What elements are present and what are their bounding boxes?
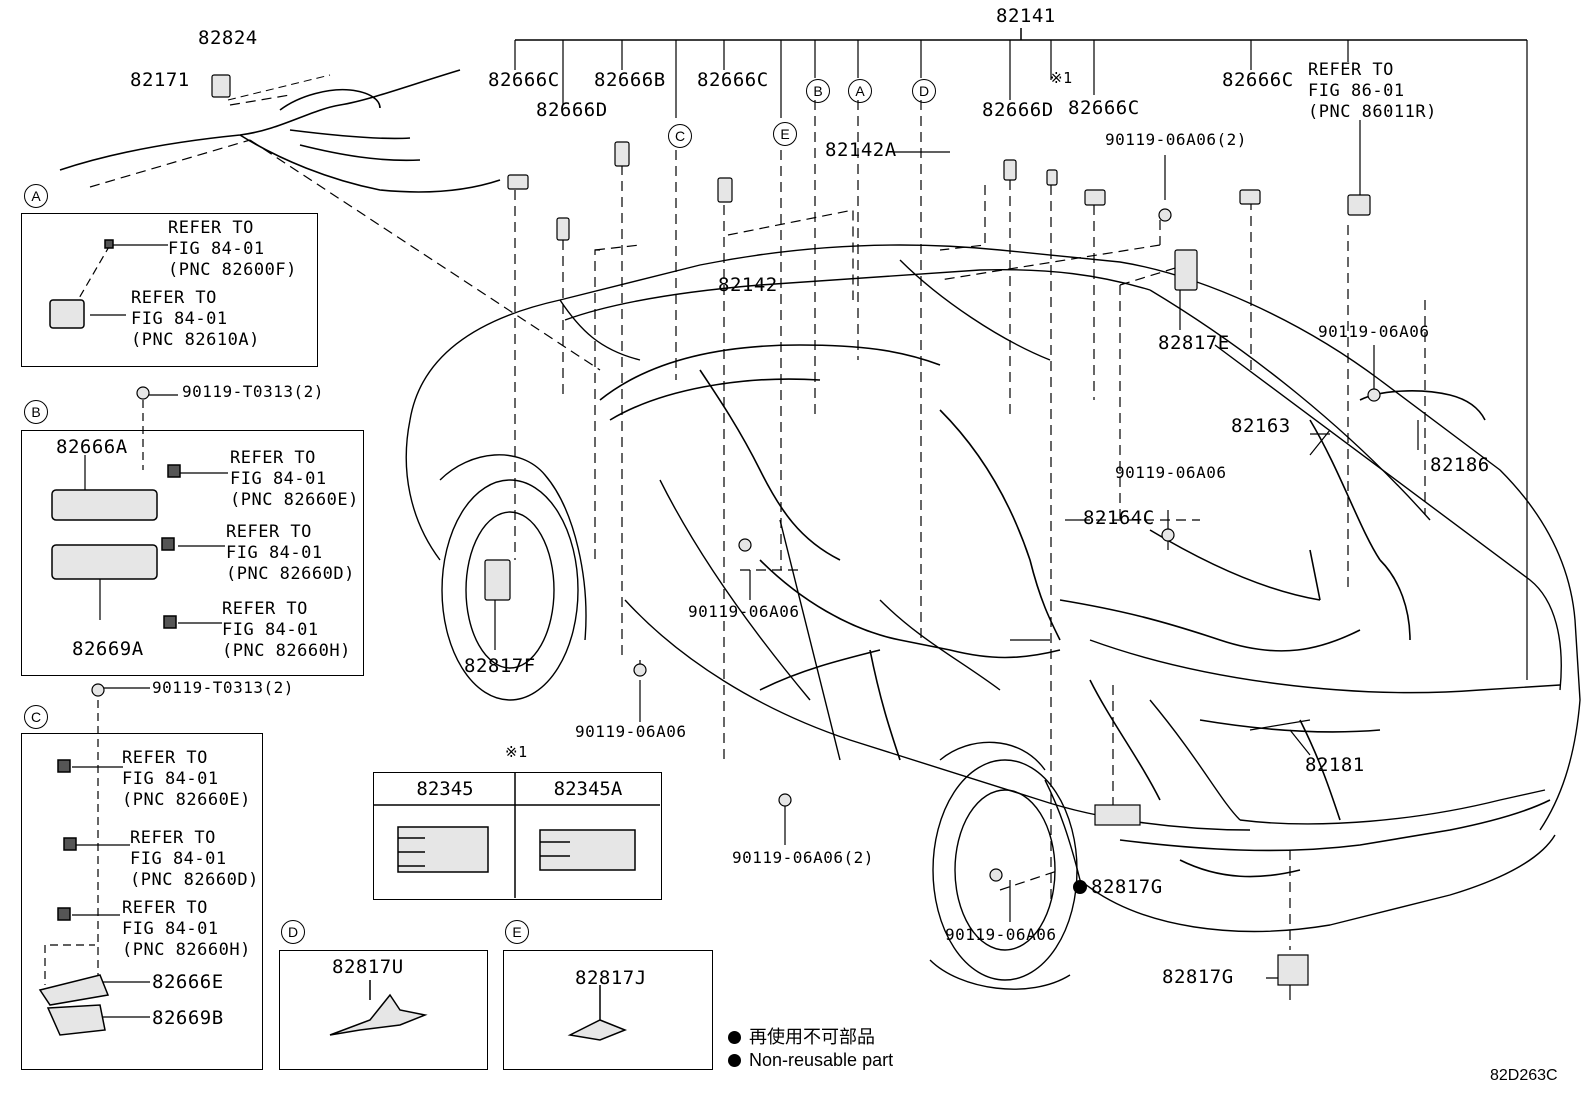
box-c-bolt-90119-T0313: 90119-T0313(2) <box>152 678 294 697</box>
box-b-refer-82660E: REFER TO FIG 84-01 (PNC 82660E) <box>230 448 359 510</box>
box-d-part-82817U: 82817U <box>332 956 404 978</box>
part-label-82186: 82186 <box>1430 454 1490 476</box>
part-label-82817F: 82817F <box>464 655 536 677</box>
part-label-82666C-b: 82666C <box>697 69 769 91</box>
part-label-82817G-b: 82817G <box>1162 966 1234 988</box>
part-label-90119-06A06-d: 90119-06A06 <box>575 722 687 741</box>
box-a-refer-82600F: REFER TO FIG 84-01 (PNC 82600F) <box>168 218 297 280</box>
part-label-82142A: 82142A <box>825 139 897 161</box>
part-label-90119-06A06-a: 90119-06A06 <box>1318 322 1430 341</box>
detail-box-b <box>21 430 364 676</box>
callout-b-box: B <box>24 400 48 424</box>
part-label-82666C-a: 82666C <box>488 69 560 91</box>
diagram-code: 82D263C <box>1490 1067 1558 1084</box>
callout-c-box: C <box>24 705 48 729</box>
box-c-part-82669B: 82669B <box>152 1007 224 1029</box>
legend-jp: 再使用不可部品 <box>728 1023 875 1049</box>
callout-b-main: B <box>806 79 830 103</box>
part-label-82824: 82824 <box>198 27 258 49</box>
part-label-82666D-a: 82666D <box>536 99 608 121</box>
part-label-82817G-a: 82817G <box>1091 876 1163 898</box>
box-c-refer-82660H: REFER TO FIG 84-01 (PNC 82660H) <box>122 898 251 960</box>
part-label-82171: 82171 <box>130 69 190 91</box>
callout-e-main: E <box>773 122 797 146</box>
part-label-82163: 82163 <box>1231 415 1291 437</box>
fuse-table-col-82345: 82345 <box>416 778 474 800</box>
part-label-82181: 82181 <box>1305 754 1365 776</box>
refer-fig-86-01: REFER TO FIG 86-01 (PNC 86011R) <box>1308 60 1437 122</box>
detail-box-d <box>279 950 488 1070</box>
part-label-82666C-d: 82666C <box>1222 69 1294 91</box>
non-reusable-dot-icon <box>728 1031 741 1044</box>
box-e-part-82817J: 82817J <box>575 967 647 989</box>
legend-en: Non-reusable part <box>728 1050 893 1071</box>
callout-a-box: A <box>24 184 48 208</box>
detail-box-a <box>21 213 318 367</box>
legend-jp-text: 再使用不可部品 <box>749 1027 875 1047</box>
callout-a-main: A <box>848 79 872 103</box>
box-c-refer-82660E: REFER TO FIG 84-01 (PNC 82660E) <box>122 748 251 810</box>
detail-box-c <box>21 733 263 1070</box>
box-c-part-82666E: 82666E <box>152 971 224 993</box>
part-label-82164C: 82164C <box>1083 507 1155 529</box>
box-b-bolt-90119-T0313: 90119-T0313(2) <box>182 382 324 401</box>
legend-en-text: Non-reusable part <box>749 1050 894 1070</box>
note-mark-1-table: ※1 <box>505 743 528 761</box>
fuse-table-col-82345A: 82345A <box>553 778 623 800</box>
note-mark-1: ※1 <box>1050 69 1073 87</box>
callout-d-box: D <box>281 920 305 944</box>
box-b-refer-82660D: REFER TO FIG 84-01 (PNC 82660D) <box>226 522 355 584</box>
callout-d-main: D <box>912 79 936 103</box>
part-label-82817E: 82817E <box>1158 332 1230 354</box>
box-b-refer-82660H: REFER TO FIG 84-01 (PNC 82660H) <box>222 599 351 661</box>
part-label-82666D-b: 82666D <box>982 99 1054 121</box>
fuse-table <box>373 772 662 900</box>
box-b-part-82669A: 82669A <box>72 638 144 660</box>
callout-c-main: C <box>668 124 692 148</box>
part-label-90119-06A06-e: 90119-06A06 <box>945 925 1057 944</box>
box-a-refer-82610A: REFER TO FIG 84-01 (PNC 82610A) <box>131 288 260 350</box>
part-label-90119-06A06-b: 90119-06A06 <box>1115 463 1227 482</box>
detail-box-e <box>503 950 713 1070</box>
callout-e-box: E <box>505 920 529 944</box>
box-b-part-82666A: 82666A <box>56 436 128 458</box>
part-label-82142: 82142 <box>718 274 778 296</box>
part-label-90119-06A06-2-b: 90119-06A06(2) <box>732 848 874 867</box>
part-label-82666B: 82666B <box>594 69 666 91</box>
non-reusable-dot-icon <box>728 1054 741 1067</box>
part-label-90119-06A06-c: 90119-06A06 <box>688 602 800 621</box>
part-label-90119-06A06-2-a: 90119-06A06(2) <box>1105 130 1247 149</box>
part-label-82141: 82141 <box>996 5 1056 27</box>
part-label-82666C-c: 82666C <box>1068 97 1140 119</box>
box-c-refer-82660D: REFER TO FIG 84-01 (PNC 82660D) <box>130 828 259 890</box>
